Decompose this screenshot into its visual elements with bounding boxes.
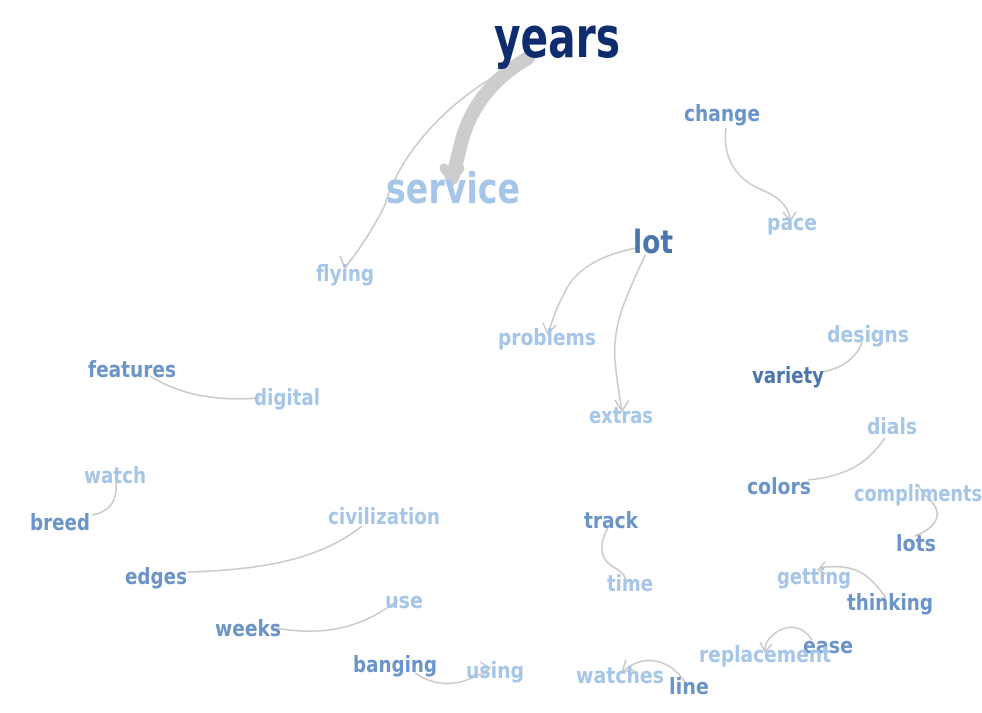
edge-thinking-getting-arrow: [816, 561, 827, 575]
edge-line-watches-arrow: [620, 659, 635, 674]
word-designs[interactable]: designs: [827, 323, 909, 348]
word-lots[interactable]: lots: [896, 532, 936, 557]
edge-lot-problems-arrow: [542, 322, 557, 336]
edge-banging-using-arrow: [479, 661, 492, 677]
edge-track-time: [601, 527, 627, 581]
word-watches[interactable]: watches: [576, 664, 664, 689]
edge-line-watches: [621, 659, 686, 683]
edge-edges-civilization: [187, 525, 363, 573]
edge-years-service-arrow: [439, 163, 465, 189]
word-colors[interactable]: colors: [747, 475, 811, 500]
edge-years-service: [445, 51, 535, 185]
word-breed[interactable]: breed: [30, 511, 90, 536]
word-layer: years service flying change pace lot pro…: [30, 6, 982, 700]
word-features[interactable]: features: [88, 358, 176, 383]
edge-change-pace-arrow: [782, 211, 797, 223]
edge-lot-extras: [613, 254, 646, 411]
word-change[interactable]: change: [684, 102, 760, 127]
word-line[interactable]: line: [669, 675, 709, 700]
word-compliments[interactable]: compliments: [854, 482, 982, 507]
edge-layer: [91, 51, 938, 685]
word-time[interactable]: time: [607, 572, 653, 597]
word-track[interactable]: track: [584, 509, 639, 534]
edge-thinking-getting: [819, 565, 887, 599]
word-using[interactable]: using: [466, 659, 524, 684]
edge-colors-dials: [807, 437, 886, 481]
word-thinking[interactable]: thinking: [847, 591, 933, 616]
word-extras[interactable]: extras: [589, 404, 653, 429]
edge-breed-watch: [91, 479, 118, 516]
edge-features-digital: [149, 375, 261, 400]
word-weeks[interactable]: weeks: [215, 617, 281, 642]
edge-lot-extras-arrow: [614, 399, 630, 413]
edge-lot-problems: [547, 247, 637, 335]
word-getting[interactable]: getting: [777, 565, 851, 590]
edge-banging-using: [414, 667, 491, 685]
word-problems[interactable]: problems: [498, 326, 596, 351]
word-edges[interactable]: edges: [125, 565, 187, 590]
word-dials[interactable]: dials: [867, 415, 917, 440]
word-replacement[interactable]: replacement: [699, 643, 831, 668]
word-digital[interactable]: digital: [254, 386, 320, 411]
edge-years-flying: [344, 67, 511, 269]
word-lot[interactable]: lot: [633, 223, 673, 261]
word-years[interactable]: years: [494, 6, 620, 71]
word-watch[interactable]: watch: [84, 464, 146, 489]
word-pace[interactable]: pace: [767, 211, 817, 236]
edge-ease-replacement: [764, 626, 813, 653]
word-civilization[interactable]: civilization: [328, 505, 440, 530]
edge-weeks-use: [274, 599, 399, 633]
edge-ease-replacement-arrow: [759, 641, 773, 654]
word-flying[interactable]: flying: [316, 262, 374, 287]
edge-years-flying-arrow: [339, 255, 353, 270]
edge-lots-compliments: [914, 483, 938, 537]
word-variety[interactable]: variety: [752, 364, 824, 389]
word-use[interactable]: use: [385, 589, 423, 614]
word-banging[interactable]: banging: [353, 653, 437, 678]
edge-variety-designs: [821, 341, 863, 373]
edge-change-pace: [724, 127, 791, 221]
word-ease[interactable]: ease: [803, 634, 853, 659]
word-service[interactable]: service: [386, 164, 520, 213]
